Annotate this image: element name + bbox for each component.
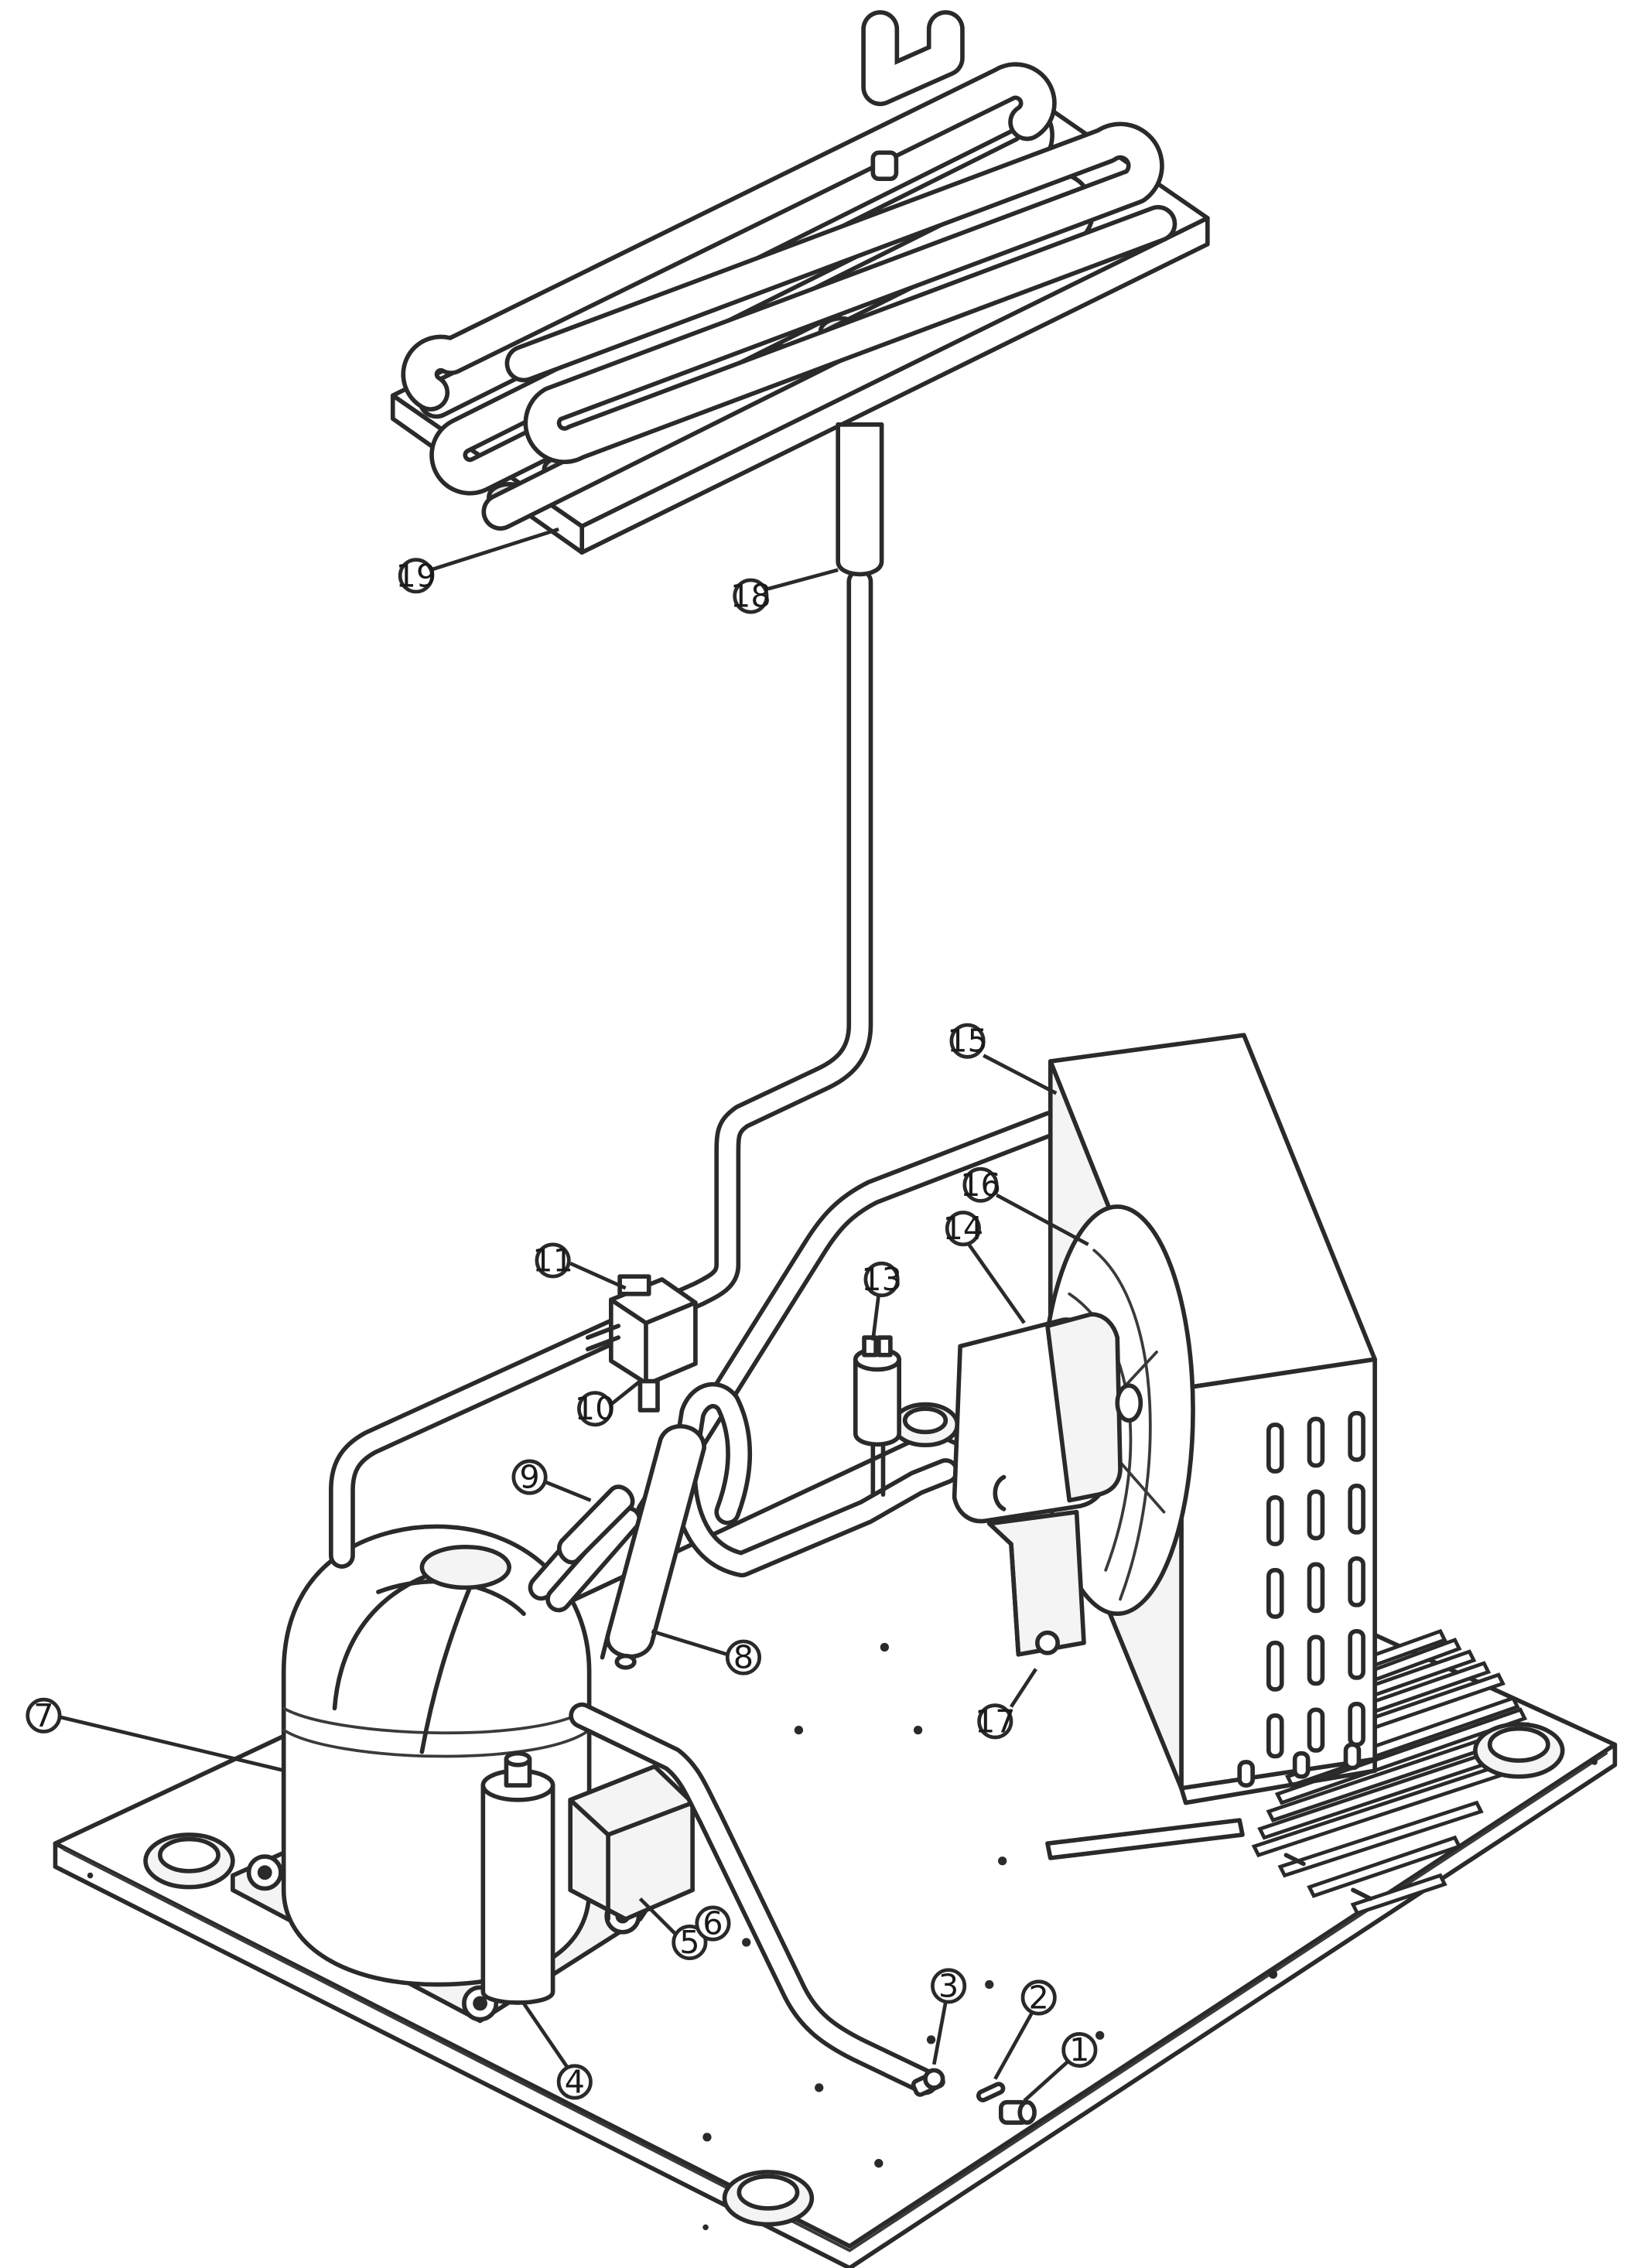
callout-17: 17 bbox=[975, 1703, 1016, 1740]
callout-15: 15 bbox=[947, 1023, 988, 1060]
rubber-feet bbox=[143, 1402, 1565, 2227]
callout-18: 18 bbox=[730, 578, 771, 615]
evaporator bbox=[390, 10, 1210, 555]
expansion-valve bbox=[853, 1335, 901, 1497]
callout-14: 14 bbox=[943, 1210, 984, 1247]
svg-text:3: 3 bbox=[938, 1967, 959, 2004]
callout-7: 7 bbox=[26, 1697, 62, 1734]
callout-4: 4 bbox=[556, 2063, 593, 2100]
service-valve bbox=[911, 2068, 945, 2097]
solenoid-valve bbox=[585, 1274, 698, 1412]
svg-text:17: 17 bbox=[975, 1703, 1016, 1740]
svg-text:8: 8 bbox=[733, 1639, 754, 1676]
drier-tube bbox=[557, 1484, 635, 1565]
svg-text:14: 14 bbox=[943, 1210, 984, 1247]
callout-16: 16 bbox=[960, 1166, 1001, 1204]
svg-text:18: 18 bbox=[730, 578, 771, 615]
compressor bbox=[231, 1524, 695, 2024]
svg-text:11: 11 bbox=[532, 1242, 573, 1279]
callouts: 19 18 15 16 14 13 11 10 9 8 7 17 5 6 4 3… bbox=[26, 527, 1098, 2102]
svg-text:15: 15 bbox=[947, 1023, 988, 1060]
valve-core bbox=[976, 2082, 1006, 2102]
svg-text:6: 6 bbox=[702, 1905, 723, 1942]
fan-motor bbox=[952, 1312, 1143, 1657]
callout-3: 3 bbox=[931, 1967, 967, 2004]
svg-text:13: 13 bbox=[861, 1261, 902, 1298]
callout-9: 9 bbox=[511, 1459, 548, 1496]
svg-text:9: 9 bbox=[519, 1459, 539, 1496]
callout-5: 5 bbox=[672, 1924, 708, 1961]
callout-8: 8 bbox=[725, 1639, 761, 1676]
accumulator bbox=[836, 422, 884, 577]
callout-1: 1 bbox=[1061, 2031, 1098, 2068]
callout-10: 10 bbox=[575, 1390, 616, 1427]
svg-text:10: 10 bbox=[575, 1390, 616, 1427]
callout-13: 13 bbox=[861, 1261, 902, 1298]
svg-text:2: 2 bbox=[1029, 1979, 1049, 2016]
callout-19: 19 bbox=[396, 557, 437, 594]
callout-11: 11 bbox=[532, 1242, 573, 1279]
svg-text:16: 16 bbox=[960, 1166, 1001, 1204]
svg-text:4: 4 bbox=[565, 2063, 585, 2100]
svg-text:19: 19 bbox=[396, 557, 437, 594]
valve-cap bbox=[998, 2099, 1037, 2125]
svg-text:7: 7 bbox=[33, 1697, 53, 1734]
condenser-slots bbox=[1237, 1411, 1365, 1788]
filter-drier bbox=[600, 1424, 706, 1670]
callout-2: 2 bbox=[1020, 1979, 1057, 2016]
svg-text:1: 1 bbox=[1069, 2031, 1089, 2068]
callout-6: 6 bbox=[695, 1905, 731, 1942]
